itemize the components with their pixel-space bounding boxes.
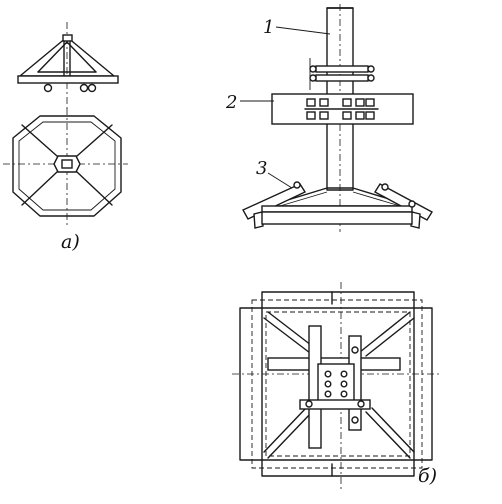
panel-a-diag-tr xyxy=(76,124,113,157)
plan-diag-tr-1 xyxy=(359,311,411,353)
box-2-bolt xyxy=(319,111,329,120)
box-2-bolt xyxy=(365,98,375,107)
panel-a-elevation xyxy=(17,22,119,112)
plan-diag-br-2 xyxy=(371,407,415,453)
plan-top-bolt xyxy=(351,346,359,354)
plan-hidden-inner xyxy=(265,311,411,457)
panel-a-top-cap xyxy=(62,34,73,42)
plan-hidden-outline xyxy=(251,299,423,469)
right-leg-upper xyxy=(374,183,433,221)
box-2-bolt xyxy=(306,111,316,120)
plan-center-block xyxy=(317,363,355,403)
panel-a-inner-octagon xyxy=(18,121,116,211)
callout-1: 1 xyxy=(263,17,274,38)
plan-frame-vertical xyxy=(261,291,415,477)
plan-bolt xyxy=(324,390,332,398)
plan-bolt xyxy=(340,390,348,398)
panel-a-diag-br xyxy=(76,171,113,206)
panel-b-label: б) xyxy=(418,465,437,487)
base-bolt-1 xyxy=(293,181,301,189)
plan-diag-br-1 xyxy=(365,411,411,459)
base-3 xyxy=(242,181,433,229)
upper-clamp-bolt-1 xyxy=(309,65,317,73)
box-2-bolt xyxy=(355,98,365,107)
plan-diag-tr-2 xyxy=(365,317,415,357)
box-2-bolt xyxy=(319,98,329,107)
upper-clamp xyxy=(309,58,375,90)
upper-clamp-band-1 xyxy=(315,65,369,73)
panel-a-foot-center xyxy=(79,83,89,93)
plan-bolt xyxy=(324,380,332,388)
left-leg-upper xyxy=(242,183,307,220)
panel-a-diag-tl xyxy=(21,124,58,157)
box-2-bolt xyxy=(342,98,352,107)
base-rib-left xyxy=(279,191,328,207)
panel-a-foot-left xyxy=(43,83,53,93)
callout-2: 2 xyxy=(225,92,237,113)
box-2-bolt xyxy=(365,111,375,120)
panel-b-plan xyxy=(232,282,440,490)
box-2-bolt xyxy=(342,111,352,120)
base-bolt-2 xyxy=(381,183,389,191)
plan-bolt xyxy=(340,380,348,388)
leader-1 xyxy=(275,26,331,35)
upper-clamp-bolt-2 xyxy=(309,74,317,82)
panel-a-hub-slot xyxy=(61,159,73,169)
plan-diag-tl-2 xyxy=(263,317,315,357)
panel-a-foot-right xyxy=(87,83,97,93)
plan-clamp-bolt-1 xyxy=(305,400,313,408)
leader-3 xyxy=(267,172,293,189)
base-bolt-3 xyxy=(408,200,416,208)
panel-b-elevation: 1 2 3 xyxy=(225,4,433,232)
panel-a-inner-strut-left xyxy=(37,41,68,73)
base-plate xyxy=(261,211,413,225)
panel-a-diag-bl xyxy=(21,171,58,206)
panel-a-inner-strut-right xyxy=(66,41,97,73)
plan-bolt xyxy=(324,370,332,378)
upper-clamp-band-2 xyxy=(315,74,369,82)
plan-frame-horizontal xyxy=(239,307,433,461)
panel-a-base-plate xyxy=(17,75,119,84)
panel-a-outer-octagon xyxy=(12,115,122,217)
right-leg-end xyxy=(410,211,421,229)
box-2-bolt xyxy=(355,111,365,120)
upper-clamp-bolt-3 xyxy=(367,65,375,73)
plan-bottom-bolt xyxy=(351,416,359,424)
callout-3: 3 xyxy=(256,158,267,179)
plan-clamp-bar xyxy=(299,399,371,410)
box-2-bolts xyxy=(304,98,379,120)
upper-clamp-bolt-4 xyxy=(367,74,375,82)
plan-clamp-bolt-2 xyxy=(357,400,365,408)
left-leg-end xyxy=(253,211,264,229)
panel-a-plan xyxy=(3,108,128,228)
plan-diag-bl-1 xyxy=(267,411,313,459)
plan-diag-bl-2 xyxy=(263,407,307,453)
plan-bolt xyxy=(340,370,348,378)
base-plate-top xyxy=(261,205,413,213)
base-rib-right xyxy=(352,191,401,207)
box-2-bolt xyxy=(306,98,316,107)
panel-a-label: а) xyxy=(61,231,80,253)
